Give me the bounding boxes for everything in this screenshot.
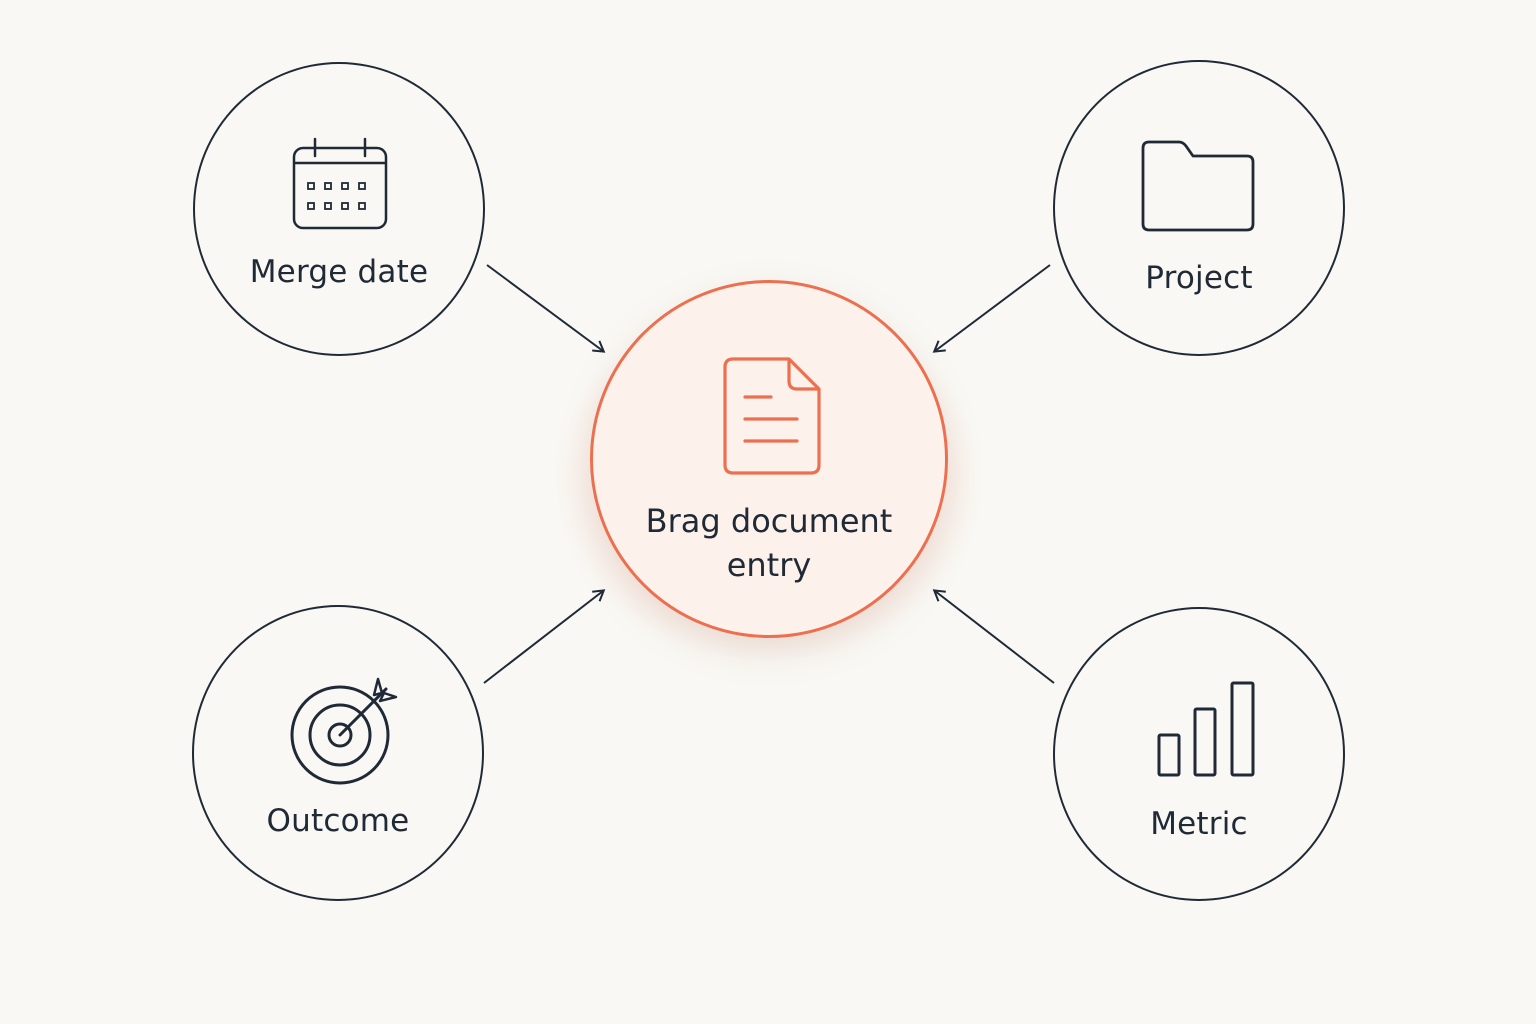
node-brag-document-entry: Brag document entry xyxy=(590,280,948,638)
arrow-outcome-to-center xyxy=(483,589,606,684)
node-label-outcome: Outcome xyxy=(266,803,410,839)
folder-icon xyxy=(1141,140,1255,232)
calendar-icon xyxy=(292,137,388,230)
node-outcome: Outcome xyxy=(192,605,484,901)
document-icon xyxy=(723,357,821,475)
center-label-line-2: entry xyxy=(726,546,812,584)
center-label: Brag document entry xyxy=(593,499,945,587)
node-project: Project xyxy=(1053,60,1345,356)
node-label-project: Project xyxy=(1145,260,1253,296)
bar-chart-icon xyxy=(1157,681,1255,777)
node-label-metric: Metric xyxy=(1150,806,1248,842)
arrow-project-to-center xyxy=(932,264,1051,353)
node-label-merge-date: Merge date xyxy=(249,254,429,290)
node-metric: Metric xyxy=(1053,607,1345,901)
center-label-line-1: Brag document xyxy=(645,502,893,540)
node-merge-date: Merge date xyxy=(193,62,485,356)
target-icon xyxy=(290,677,398,785)
arrow-merge-date-to-center xyxy=(486,264,606,353)
arrow-metric-to-center xyxy=(932,589,1055,684)
